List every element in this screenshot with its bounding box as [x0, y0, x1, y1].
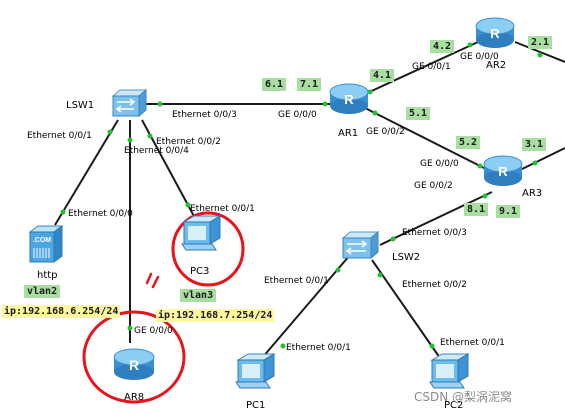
gateway-address-vlan3: ip:192.168.7.254/24: [156, 309, 275, 322]
lsw1-label: LSW1: [66, 100, 95, 111]
pc1-label: PC1: [246, 400, 266, 411]
pc2-label: PC2: [444, 400, 464, 411]
port-lsw1-e004: Ethernet 0/0/4: [124, 146, 189, 156]
ip-tag-5-2: 5.2: [456, 136, 481, 149]
port-ar8-ge000: GE 0/0/0: [134, 326, 173, 336]
ip-tag-4-1: 4.1: [370, 69, 395, 82]
link-lsw1-http[interactable]: [54, 119, 119, 226]
link-ar3-lsw2[interactable]: [379, 191, 493, 246]
svg-text:.COM: .COM: [33, 237, 51, 244]
ip-tag-7-1: 7.1: [297, 78, 322, 91]
lsw2-label: LSW2: [392, 252, 421, 263]
svg-text:R: R: [498, 164, 508, 179]
svg-text:R: R: [344, 92, 354, 107]
pc-pc1[interactable]: [234, 352, 276, 392]
ar2-label: AR2: [486, 60, 507, 71]
router-icon: R: [475, 17, 515, 48]
router-ar1[interactable]: R: [328, 80, 370, 116]
router-ar8[interactable]: R: [112, 344, 156, 382]
pc-icon: [429, 353, 470, 389]
port-lsw2-e002: Ethernet 0/0/2: [402, 280, 467, 290]
watermark: CSDN @梨涡泥窝: [414, 390, 513, 404]
port-pc2-e001: Ethernet 0/0/1: [440, 338, 505, 348]
switch-icon: [111, 88, 148, 118]
link-lsw2-pc2[interactable]: [371, 259, 441, 359]
router-icon: R: [329, 83, 369, 114]
vlan-tag-pc3: vlan3: [180, 289, 217, 302]
pc-pc3[interactable]: [180, 214, 222, 254]
port-ar1-ge002: GE 0/0/2: [366, 127, 405, 137]
port-lsw1-e003: Ethernet 0/0/3: [172, 110, 237, 120]
port-ar1-ge001: GE 0/0/1: [412, 62, 451, 72]
link-ar2-right[interactable]: [514, 41, 565, 63]
ip-tag-3-1: 3.1: [522, 138, 547, 151]
port-lsw2-e003: Ethernet 0/0/3: [402, 228, 467, 238]
port-pc3-e001: Ethernet 0/0/1: [190, 204, 255, 214]
switch-lsw1[interactable]: [110, 86, 148, 120]
router-ar3[interactable]: R: [482, 152, 524, 188]
link-lsw2-pc1[interactable]: [261, 254, 351, 359]
router-icon: R: [483, 155, 523, 186]
pc-icon: [181, 215, 222, 251]
ar3-label: AR3: [522, 188, 543, 199]
port-lsw1-e002: Ethernet 0/0/2: [156, 137, 221, 147]
server-http[interactable]: .COM: [28, 224, 64, 264]
ip-tag-9-1: 9.1: [496, 205, 521, 218]
gateway-address-vlan2: ip:192.168.6.254/24: [2, 305, 121, 318]
ip-tag-5-1: 5.1: [406, 107, 431, 120]
router-ar2[interactable]: R: [474, 14, 516, 50]
port-lsw1-e001: Ethernet 0/0/1: [27, 131, 92, 141]
ip-tag-8-1: 8.1: [464, 203, 489, 216]
link-ar1-ar3[interactable]: [364, 107, 489, 171]
highlight-circle-ar8: [82, 310, 186, 404]
switch-icon: [341, 230, 380, 260]
ip-tag-2-1: 2.1: [528, 36, 553, 49]
ip-tag-4-2: 4.2: [430, 40, 455, 53]
ar1-label: AR1: [338, 128, 359, 139]
link-ar3-right[interactable]: [519, 147, 565, 171]
svg-text:R: R: [490, 26, 500, 41]
http-label: http: [37, 270, 58, 281]
svg-text:R: R: [129, 357, 139, 373]
port-ar3-ge002: GE 0/0/2: [414, 181, 453, 191]
port-ar1-ge000: GE 0/0/0: [278, 110, 317, 120]
port-ar2-ge000: GE 0/0/0: [460, 52, 499, 62]
switch-lsw2[interactable]: [340, 228, 380, 262]
port-pc1-e001: Ethernet 0/0/1: [286, 343, 351, 353]
highlight-circle-pc3: [171, 211, 245, 287]
server-icon: .COM: [28, 225, 64, 263]
pc-icon: [235, 353, 276, 389]
ip-tag-6-1: 6.1: [262, 78, 287, 91]
router-icon: R: [113, 348, 155, 380]
pc3-label: PC3: [190, 266, 210, 277]
ar8-label: AR8: [124, 392, 145, 403]
port-ar3-ge000: GE 0/0/0: [420, 159, 459, 169]
vlan-tag-http: vlan2: [24, 285, 61, 298]
port-http-e000: Ethernet 0/0/0: [68, 209, 133, 219]
pc-pc2[interactable]: [428, 352, 470, 392]
link-ar1-ar2[interactable]: [364, 41, 479, 95]
port-lsw2-e001: Ethernet 0/0/1: [264, 276, 329, 286]
